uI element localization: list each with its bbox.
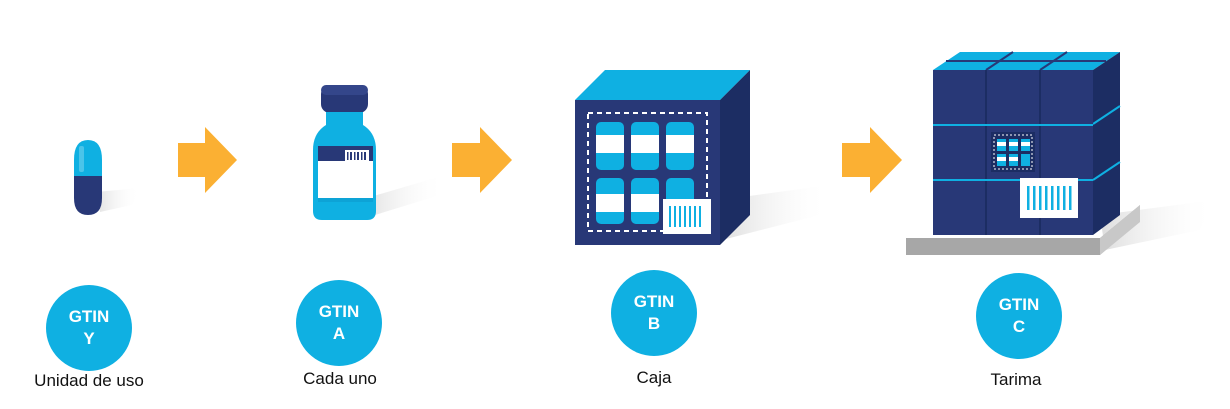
badge-line2: Y <box>83 329 95 348</box>
badge-line1: GTIN <box>68 307 110 326</box>
bottle-icon <box>313 85 445 220</box>
badge-line1: GTIN <box>998 295 1040 314</box>
badge-line2: C <box>1012 317 1026 336</box>
badge-line1: GTIN <box>318 302 360 321</box>
stage-label-pallet: Tarima <box>990 370 1042 389</box>
stage-label-box: Caja <box>636 368 672 387</box>
capsule-icon <box>74 140 140 215</box>
arrow-right-icon <box>452 127 512 193</box>
box-icon <box>575 70 830 245</box>
arrow-right-icon <box>178 127 237 193</box>
gtin-badge-capsule: GTIN Y <box>46 285 132 371</box>
arrow-right-icon <box>842 127 902 193</box>
badge-line2: A <box>332 324 346 343</box>
badge-line1: GTIN <box>633 292 675 311</box>
gtin-badge-box: GTIN B <box>611 270 697 356</box>
stage-label-capsule: Unidad de uso <box>34 371 144 390</box>
gtin-badge-pallet: GTIN C <box>976 273 1062 359</box>
gtin-badge-bottle: GTIN A <box>296 280 382 366</box>
stage-label-bottle: Cada uno <box>303 369 377 388</box>
pallet-icon <box>906 51 1215 255</box>
badge-line2: B <box>647 314 661 333</box>
